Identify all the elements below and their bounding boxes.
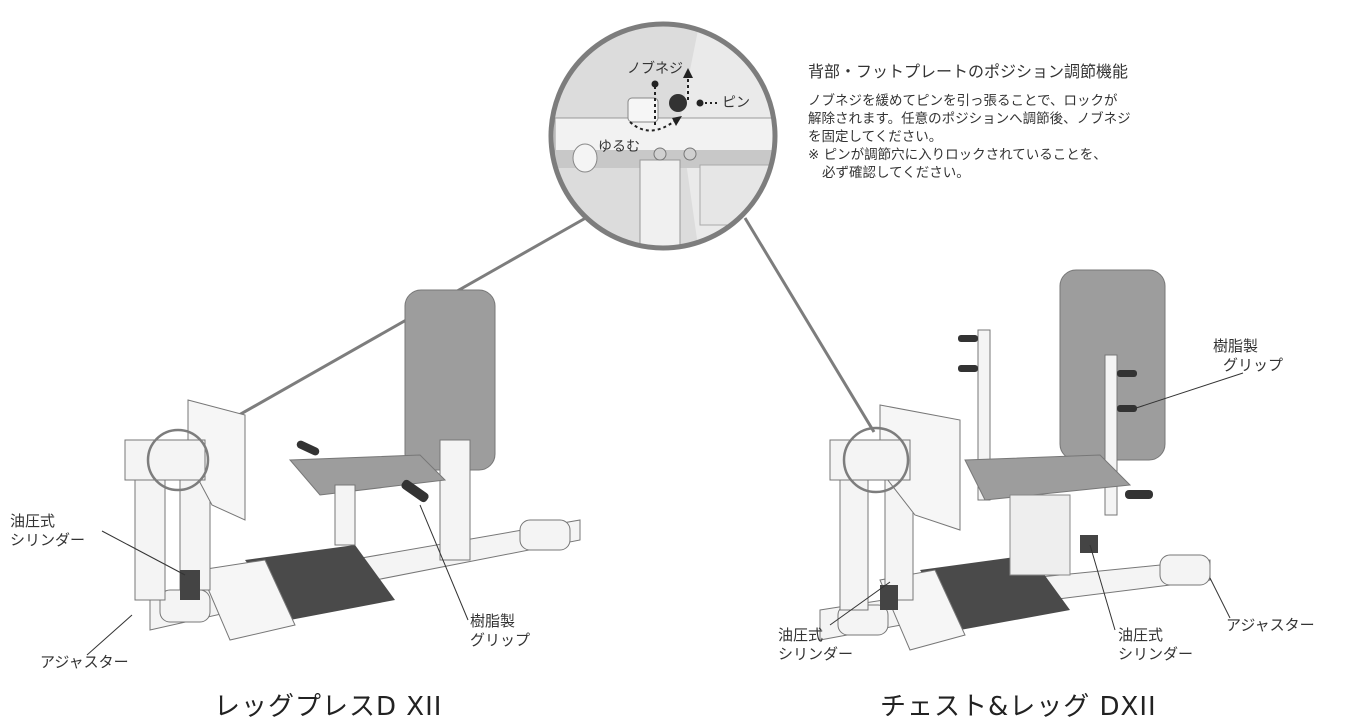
zoom-connector-left <box>194 205 606 442</box>
zoom-connector-right <box>743 217 876 433</box>
left-adjuster-label: アジャスター <box>40 653 129 671</box>
left-cylinder-label: 油圧式 シリンダー <box>10 512 86 549</box>
right-adjuster-label: アジャスター <box>1226 616 1315 634</box>
left-machine-title: レッグプレスD XII <box>214 692 443 722</box>
feature-heading: 背部・フットプレートのポジション調節機能 <box>808 62 1129 81</box>
feature-line: ノブネジを緩めてピンを引っ張ることで、ロックが <box>808 93 1118 109</box>
feature-note: ※ ピンが調節穴に入りロックされていることを、 <box>808 147 1107 163</box>
knob-label: ノブネジ <box>627 61 683 77</box>
loosen-label: ゆるむ <box>598 139 640 155</box>
feature-line: を固定してください。 <box>808 129 943 145</box>
right-cylinder-front-label: 油圧式 シリンダー <box>778 626 854 663</box>
right-machine-drawing <box>819 269 1244 651</box>
left-grip-label: 樹脂製 グリップ <box>470 612 531 649</box>
feature-note: 必ず確認してください。 <box>822 165 970 181</box>
left-machine-drawing <box>86 289 581 656</box>
right-grip-label: 樹脂製 グリップ <box>1213 337 1284 374</box>
feature-line: 解除されます。任意のポジションへ調節後、ノブネジ <box>808 111 1131 127</box>
zoom-detail <box>548 21 778 251</box>
pin-label: ピン <box>722 95 750 111</box>
right-machine-title: チェスト&レッグ DXII <box>880 692 1157 722</box>
feature-description: ノブネジを緩めてピンを引っ張ることで、ロックが 解除されます。任意のポジションへ… <box>808 92 1131 182</box>
right-cylinder-center-label: 油圧式 シリンダー <box>1118 626 1194 663</box>
